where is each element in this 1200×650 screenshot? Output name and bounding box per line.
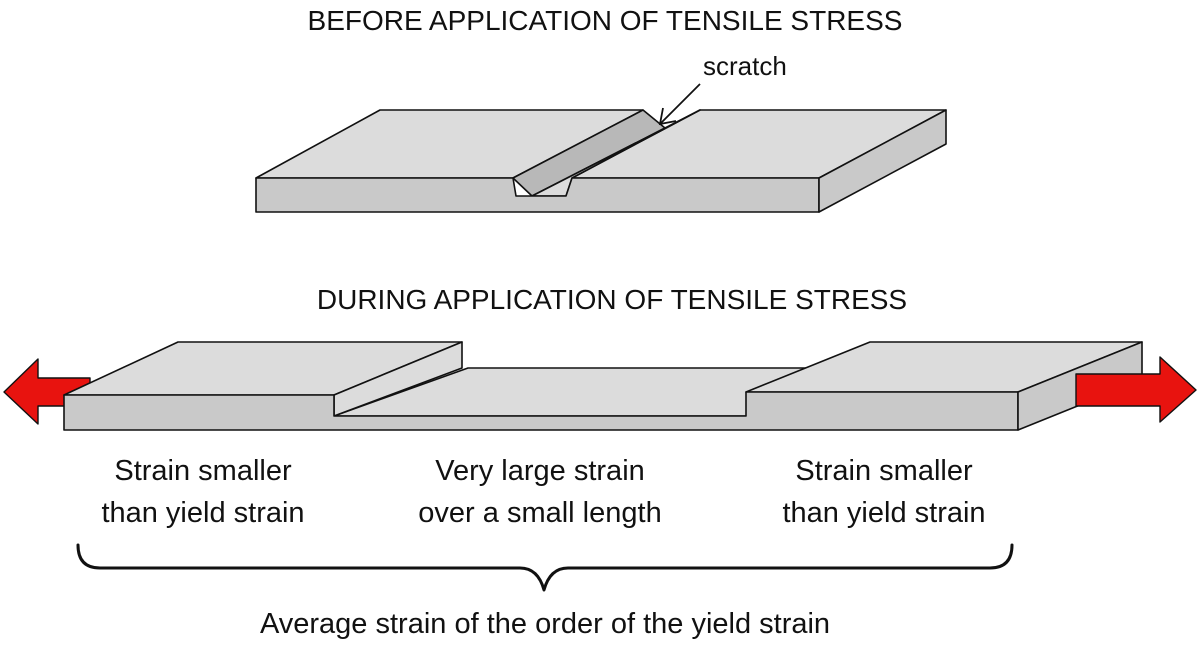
svg-text:Strain smaller: Strain smaller xyxy=(795,455,973,487)
plate-before-front xyxy=(255,177,820,213)
scratch-label: scratch xyxy=(703,51,787,81)
svg-text:over a small length: over a small length xyxy=(418,497,661,529)
summary-label: Average strain of the order of the yield… xyxy=(260,608,830,640)
region-right-label: Strain smaller than yield strain xyxy=(782,455,985,529)
plate-before xyxy=(255,109,947,213)
scratch-pointer-arrow xyxy=(658,83,701,126)
region-middle-label: Very large strain over a small length xyxy=(418,455,661,529)
summary-brace xyxy=(76,543,1014,592)
plate-during xyxy=(63,341,1143,431)
title-before: BEFORE APPLICATION OF TENSILE STRESS xyxy=(308,5,903,36)
svg-text:than yield strain: than yield strain xyxy=(101,497,304,529)
plate-during-front xyxy=(63,391,1019,431)
svg-text:Strain smaller: Strain smaller xyxy=(114,455,292,487)
svg-text:Very large strain: Very large strain xyxy=(435,455,645,487)
svg-text:than yield strain: than yield strain xyxy=(782,497,985,529)
red-arrow-right-icon xyxy=(1075,356,1197,423)
title-during: DURING APPLICATION OF TENSILE STRESS xyxy=(317,284,907,315)
region-left-label: Strain smaller than yield strain xyxy=(101,455,304,529)
plate-before-side xyxy=(818,109,947,213)
